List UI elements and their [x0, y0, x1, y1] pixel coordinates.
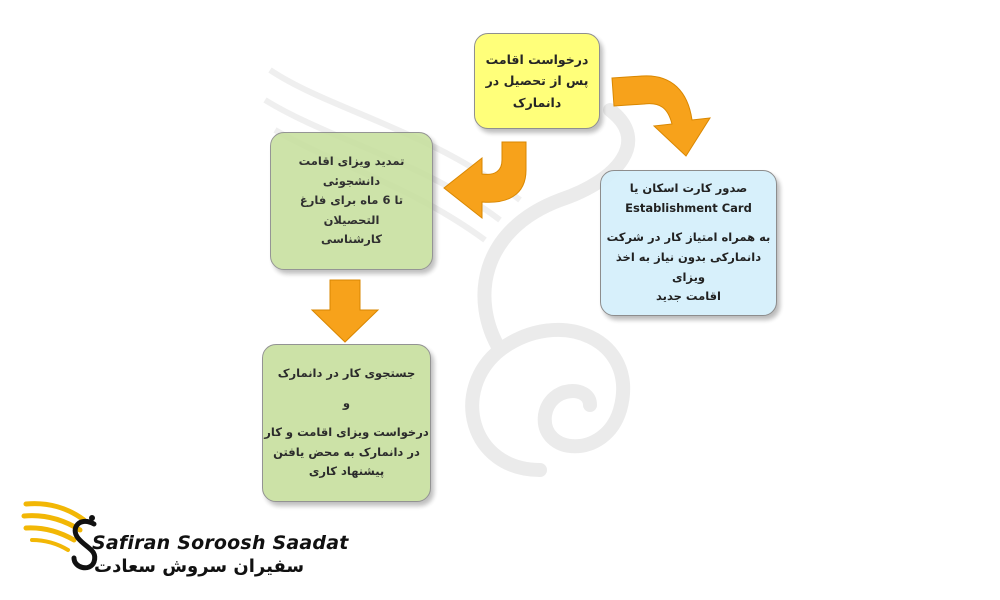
step-text-line: دانمارک	[512, 94, 562, 110]
step-title-line: صدور کارت اسکان یا	[629, 181, 748, 196]
step-text-line: در دانمارک به محض یافتن	[273, 444, 420, 459]
brand-name-english: Safiran Soroosh Saadat	[92, 532, 349, 554]
step-text-line: درخواست ویزای اقامت و کار	[264, 425, 429, 440]
arrow-shape	[310, 279, 380, 343]
brand-logo-emblem	[21, 501, 98, 571]
arrow-shape	[443, 141, 527, 220]
step-text-line: جستجوی کار در دانمارک	[277, 366, 416, 381]
arrow-shape	[611, 75, 711, 157]
arrow-top-to-right	[611, 75, 711, 157]
step-box-establishment-card: صدور کارت اسکان یا Establishment Card به…	[600, 170, 777, 316]
brand-name-persian: سفیران سروش سعادت	[94, 556, 305, 577]
step-text-line: پیشنهاد کاری	[308, 464, 385, 479]
step-title-line: Establishment Card	[625, 200, 752, 215]
step-text-line: پس از تحصیل در	[485, 73, 589, 89]
step-box-visa-extension: تمدید ویزای اقامت دانشجوئی تا 6 ماه برای…	[270, 132, 433, 270]
arrow-left-to-bottom	[310, 279, 380, 343]
step-box-job-search: جستجوی کار در دانمارک و درخواست ویزای اق…	[262, 344, 431, 502]
arrow-top-to-left	[443, 141, 527, 220]
step-text-line: کارشناسی	[321, 232, 382, 247]
step-text-line: درخواست اقامت	[485, 52, 589, 68]
swan-s-icon	[71, 518, 98, 571]
step-conjunction: و	[342, 395, 351, 410]
step-text-line: دانمارکی بدون نیاز به اخذ ویزای	[615, 250, 762, 284]
step-text-line: تمدید ویزای اقامت دانشجوئی	[298, 154, 405, 188]
step-box-residence-request: درخواست اقامت پس از تحصیل در دانمارک	[474, 33, 600, 129]
step-text-line: به همراه امتیاز کار در شرکت	[606, 230, 771, 245]
step-text-line: تا 6 ماه برای فارغ التحصیلان	[299, 193, 404, 227]
step-text-line: اقامت جدید	[656, 289, 721, 304]
